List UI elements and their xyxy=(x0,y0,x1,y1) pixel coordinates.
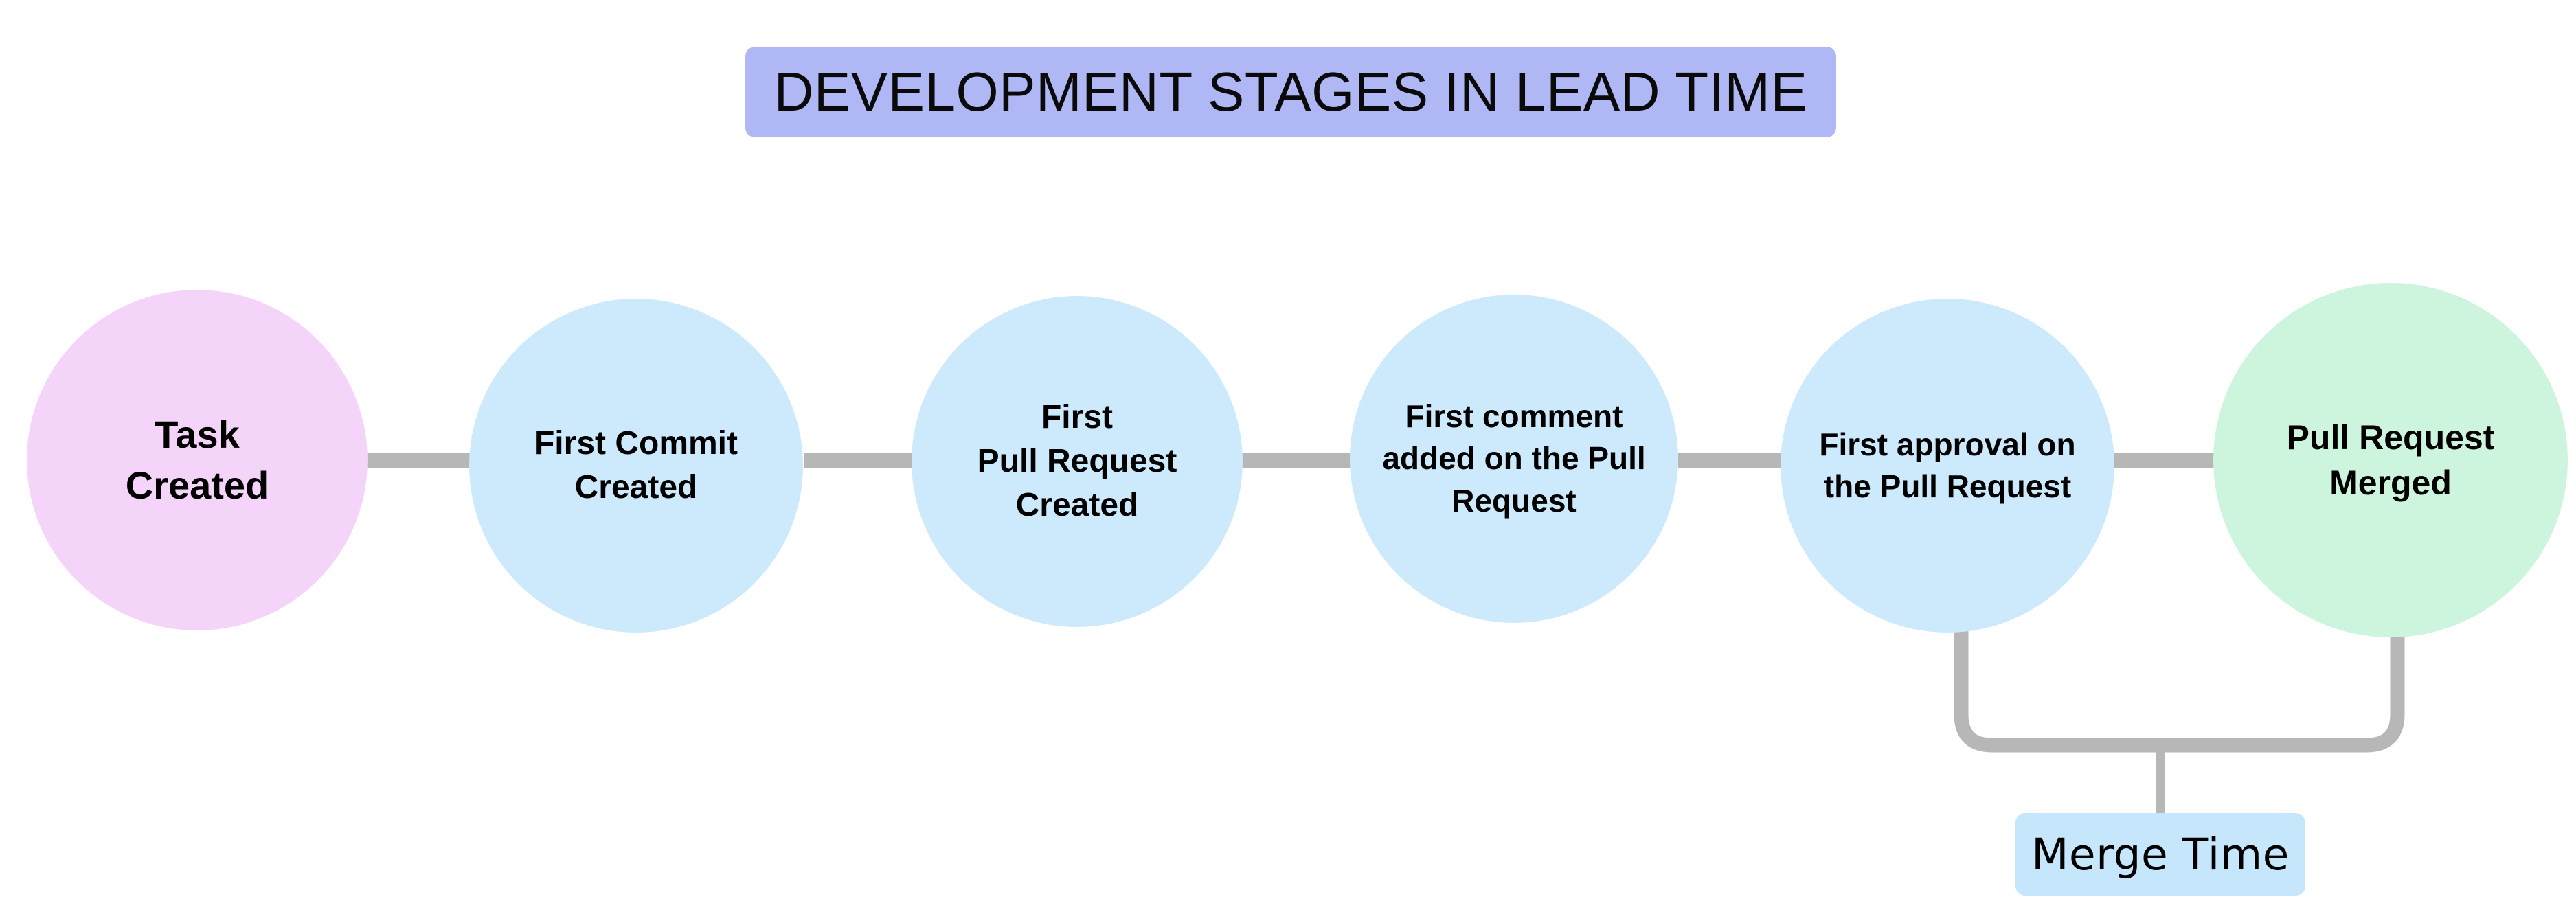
stage-first-pull-request-created[interactable]: First Pull Request Created xyxy=(912,296,1243,627)
merge-time-label-box[interactable]: Merge Time xyxy=(2015,813,2305,896)
stage-label-first-commit-created: First Commit Created xyxy=(534,425,738,505)
stage-task-created[interactable]: Task Created xyxy=(27,290,368,630)
stage-label-task-created: Task Created xyxy=(125,412,269,507)
stage-first-approval-on-pull-request[interactable]: First approval on the Pull Request xyxy=(1781,299,2114,633)
connector-2 xyxy=(804,453,912,468)
merge-time-label: Merge Time xyxy=(2031,829,2290,880)
stage-first-commit-created[interactable]: First Commit Created xyxy=(469,299,803,633)
stage-label-first-pull-request-created: First Pull Request Created xyxy=(977,399,1177,523)
stage-first-comment-on-pull-request[interactable]: First comment added on the Pull Request xyxy=(1350,295,1678,623)
stage-label-first-comment-on-pull-request: First comment added on the Pull Request xyxy=(1382,398,1646,519)
stage-label-pull-request-merged: Pull Request Merged xyxy=(2286,418,2495,503)
connector-5 xyxy=(2114,453,2214,468)
diagram-title-banner: DEVELOPMENT STAGES IN LEAD TIME xyxy=(745,47,1836,137)
stage-pull-request-merged[interactable]: Pull Request Merged xyxy=(2213,283,2568,637)
connector-1 xyxy=(366,453,471,468)
connector-4 xyxy=(1678,453,1781,468)
stage-label-first-approval-on-pull-request: First approval on the Pull Request xyxy=(1819,426,2076,504)
connector-3 xyxy=(1242,453,1351,468)
page-title: DEVELOPMENT STAGES IN LEAD TIME xyxy=(773,61,1808,122)
